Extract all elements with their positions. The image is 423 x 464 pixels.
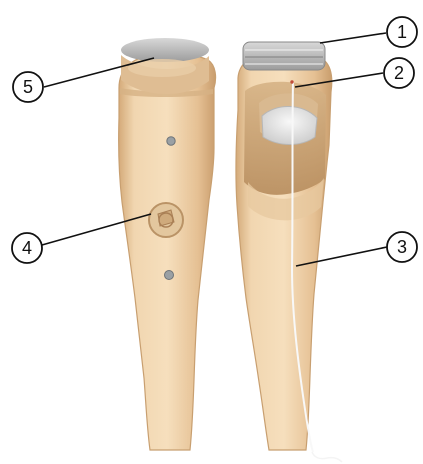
white-pad <box>262 106 317 144</box>
right-leg <box>236 42 342 462</box>
callout-5: 5 <box>13 72 43 102</box>
callout-3: 3 <box>387 232 417 262</box>
valve-point-icon <box>290 80 293 83</box>
callout-label-4: 4 <box>22 238 32 258</box>
callout-4: 4 <box>12 233 42 263</box>
left-metal-cap <box>121 38 209 62</box>
callout-label-2: 2 <box>394 63 404 83</box>
lower-screw-icon <box>165 271 174 280</box>
upper-screw-icon <box>167 137 175 145</box>
callout-1: 1 <box>387 17 417 47</box>
callout-line-1 <box>320 33 386 43</box>
callout-label-1: 1 <box>397 22 407 42</box>
metal-adapter <box>243 42 325 70</box>
callout-label-5: 5 <box>23 77 33 97</box>
callout-label-3: 3 <box>397 237 407 257</box>
left-leg <box>119 38 216 450</box>
callout-2: 2 <box>384 58 414 88</box>
